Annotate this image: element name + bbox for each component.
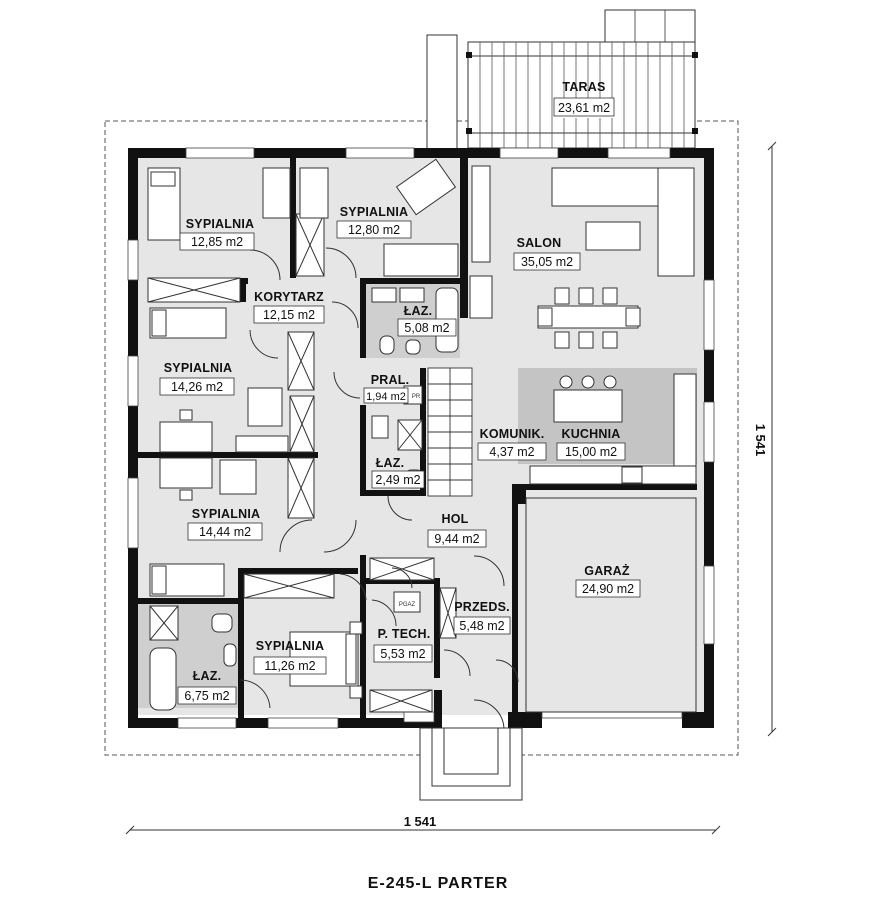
room-name-sypialnia2: SYPIALNIA (340, 205, 408, 219)
room-area-laz1: 5,08 m2 (404, 321, 449, 335)
doors (239, 247, 519, 731)
room-name-laz2: ŁAZ. (376, 456, 405, 470)
room-name-laz1: ŁAZ. (404, 304, 433, 318)
windows (127, 147, 715, 729)
room-area-korytarz: 12,15 m2 (263, 308, 315, 322)
room-name-taras: TARAS (562, 80, 605, 94)
room-area-salon: 35,05 m2 (521, 255, 573, 269)
room-area-sypialnia2: 12,80 m2 (348, 223, 400, 237)
roof-outline (104, 120, 739, 756)
room-area-garaz: 24,90 m2 (582, 582, 634, 596)
room-area-przeds: 5,48 m2 (459, 619, 504, 633)
room-area-taras: 23,61 m2 (558, 101, 610, 115)
room-name-laz3: ŁAZ. (193, 669, 222, 683)
room-name-sypialnia5: SYPIALNIA (256, 639, 324, 653)
room-area-pral: 1,94 m2 (366, 391, 406, 403)
dimension-lines (125, 141, 777, 835)
wardrobes (147, 213, 457, 713)
pgaz-label: PGAZ (399, 602, 416, 608)
room-area-sypialnia4: 14,44 m2 (199, 525, 251, 539)
room-name-sypialnia4: SYPIALNIA (192, 507, 260, 521)
staircase (427, 367, 473, 497)
garage-floor (525, 497, 697, 713)
room-labels: TARAS 23,61 m2 SYPIALNIA 12,85 m2 SYPIAL… (159, 80, 641, 705)
room-area-laz2: 2,49 m2 (375, 473, 420, 487)
pr-label: PR (412, 394, 421, 400)
room-name-korytarz: KORYTARZ (254, 290, 324, 304)
plan-title: E-245-L PARTER (368, 875, 509, 892)
room-area-sypialnia1: 12,85 m2 (191, 235, 243, 249)
room-name-garaz: GARAŻ (584, 563, 630, 578)
room-area-ptech: 5,53 m2 (380, 647, 425, 661)
room-name-ptech: P. TECH. (378, 627, 431, 641)
room-name-sypialnia3: SYPIALNIA (164, 361, 232, 375)
room-area-laz3: 6,75 m2 (184, 689, 229, 703)
room-area-hol: 9,44 m2 (434, 532, 479, 546)
room-name-komunik: KOMUNIK. (480, 427, 545, 441)
depth-dimension: 1 541 (753, 424, 768, 457)
room-name-salon: SALON (517, 236, 562, 250)
room-area-sypialnia5: 11,26 m2 (264, 659, 315, 673)
entrance-landing (419, 727, 523, 801)
room-name-sypialnia1: SYPIALNIA (186, 217, 254, 231)
room-name-przeds: PRZEDS. (454, 600, 510, 614)
room-name-kuchnia: KUCHNIA (561, 427, 620, 441)
room-area-sypialnia3: 14,26 m2 (171, 380, 223, 394)
room-area-komunik: 4,37 m2 (489, 445, 534, 459)
room-name-pral: PRAL. (371, 373, 410, 387)
room-area-kuchnia: 15,00 m2 (565, 445, 617, 459)
width-dimension: 1 541 (404, 814, 437, 829)
room-name-hol: HOL (442, 512, 469, 526)
